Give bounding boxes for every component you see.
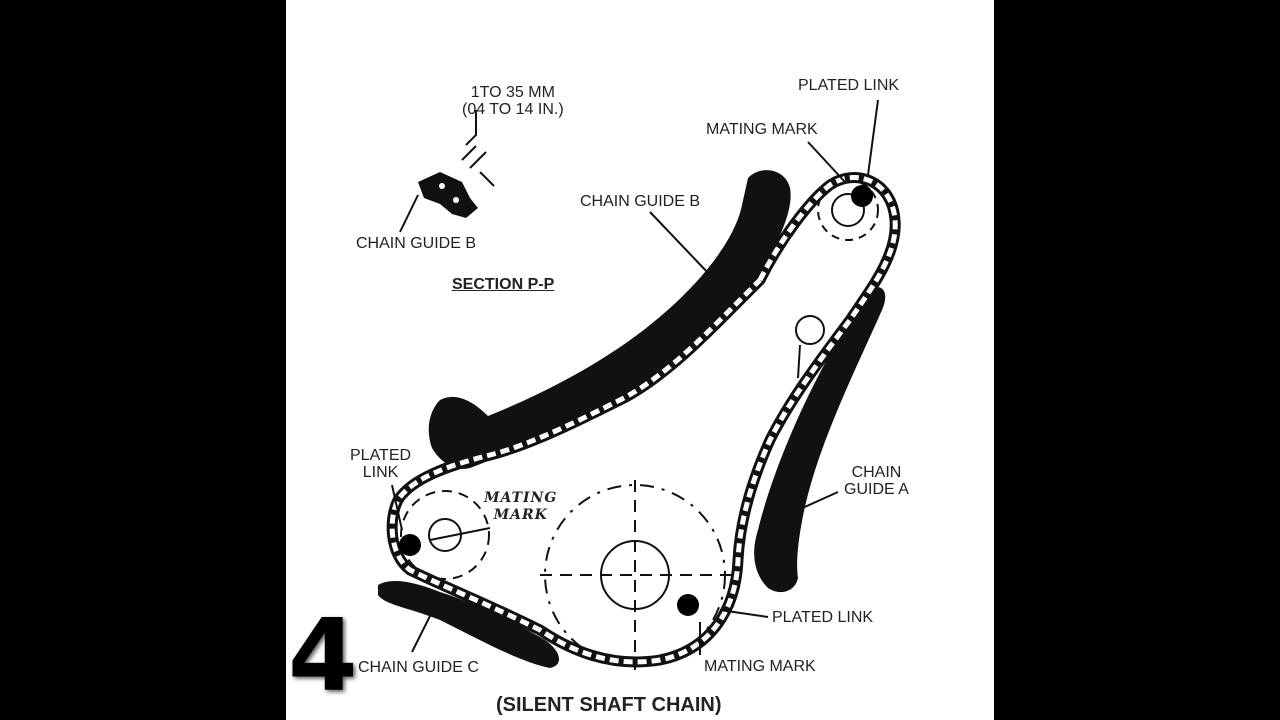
plated-link-bottom-label: PLATED LINK xyxy=(772,609,874,626)
section-pp-part xyxy=(418,110,495,218)
clearance-line2: (04 TO 14 IN.) xyxy=(462,101,564,118)
clearance-line1: 1TO 35 MM xyxy=(470,84,555,101)
chain-guide-a-label: CHAIN GUIDE A xyxy=(844,464,909,498)
plated-link-left-line2: LINK xyxy=(362,464,399,481)
mating-mark-bottom-label: MATING MARK xyxy=(704,658,816,675)
plated-link-dot-left xyxy=(399,534,421,556)
chain-guide-a-shape xyxy=(754,287,886,593)
diagram-caption: (SILENT SHAFT CHAIN) xyxy=(496,694,722,716)
plated-link-left-line1: PLATED xyxy=(350,447,412,464)
chain-guide-c-shape xyxy=(378,580,560,668)
leader-lines xyxy=(391,99,879,655)
left-sprocket xyxy=(400,490,490,580)
clearance-label: 1TO 35 MM (04 TO 14 IN.) xyxy=(462,84,564,118)
plated-link-dot-top xyxy=(851,185,873,207)
tensioner-pulley xyxy=(795,315,825,379)
mating-mark-handwritten-label: MATING MARK xyxy=(484,490,557,524)
mating-mark-hand-line2: MARK xyxy=(493,507,548,523)
chain-guide-b-section-label: CHAIN GUIDE B xyxy=(356,235,477,252)
chain-guide-b-shape xyxy=(428,170,791,469)
chain-guide-b-label: CHAIN GUIDE B xyxy=(580,193,701,210)
timing-chain-link-holes xyxy=(389,175,898,665)
plated-link-left-label: PLATED LINK xyxy=(350,447,411,481)
chain-guide-a-line2: GUIDE A xyxy=(844,481,909,498)
plated-link-top-label: PLATED LINK xyxy=(798,77,900,94)
step-number: 4 xyxy=(288,597,358,714)
section-title: SECTION P-P xyxy=(452,276,555,293)
plated-link-dot-bottom xyxy=(677,594,699,616)
mating-mark-top-label: MATING MARK xyxy=(706,121,818,138)
mating-mark-hand-line1: MATING xyxy=(484,490,558,506)
chain-guide-c-label: CHAIN GUIDE C xyxy=(358,659,479,676)
chain-guide-a-line1: CHAIN xyxy=(851,464,902,481)
